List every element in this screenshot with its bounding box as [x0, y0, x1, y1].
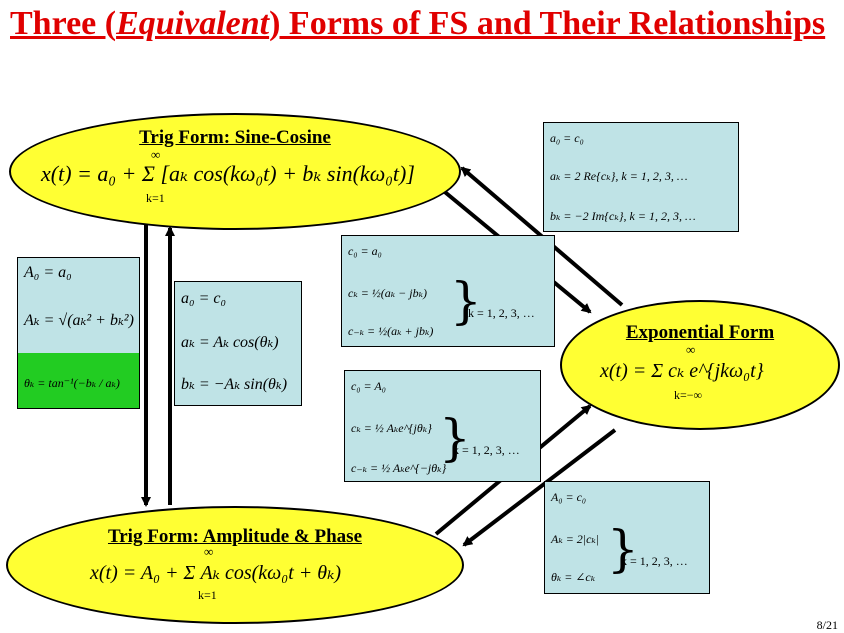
sum-lower-limit: k=−∞	[674, 388, 703, 402]
box-sine-cosine-to-exponential: c₀ = a₀ cₖ = ½(aₖ − jbₖ) c₋ₖ = ½(aₖ + jb…	[341, 235, 555, 347]
sum-upper-limit: ∞	[151, 147, 161, 162]
conversion-line: Aₖ = 2|cₖ|	[551, 532, 600, 546]
conversion-line: A₀ = c₀	[551, 490, 587, 504]
conversion-line: c₀ = A₀	[351, 379, 386, 393]
conversion-line: bₖ = −2 Im{cₖ}, k = 1, 2, 3, …	[550, 209, 696, 223]
conversion-line: cₖ = ½(aₖ − jbₖ)	[348, 286, 427, 300]
conversion-line: A₀ = a₀	[24, 264, 72, 281]
conversion-line: a₀ = c₀	[181, 290, 227, 307]
right-brace: }	[450, 272, 482, 330]
conversion-line: aₖ = 2 Re{cₖ}, k = 1, 2, 3, …	[550, 169, 688, 183]
conversion-line: cₖ = ½ Aₖe^{jθₖ}	[351, 421, 432, 435]
ellipse-trig-amplitude-phase: Trig Form: Amplitude & Phase ∞ x(t) = A₀…	[6, 506, 464, 624]
k-range: k = 1, 2, 3, …	[468, 306, 535, 320]
sum-upper-limit: ∞	[204, 544, 214, 559]
sum-lower-limit: k=1	[146, 191, 165, 205]
sum-lower-limit: k=1	[198, 588, 217, 602]
box-sine-cosine-to-amplitude: A₀ = a₀ Aₖ = √(aₖ² + bₖ²) θₖ = tan⁻¹(−bₖ…	[17, 257, 140, 409]
exponential-heading: Exponential Form	[625, 322, 775, 343]
box-amplitude-to-exponential: c₀ = A₀ cₖ = ½ Aₖe^{jθₖ} c₋ₖ = ½ Aₖe^{−j…	[344, 370, 541, 482]
sine-cosine-heading: Trig Form: Sine-Cosine	[139, 127, 331, 148]
sine-cosine-equation: x(t) = a₀ + Σ [aₖ cos(kω₀t) + bₖ sin(kω₀…	[41, 161, 415, 186]
amp-phase-equation: x(t) = A₀ + Σ Aₖ cos(kω₀t + θₖ)	[90, 562, 342, 584]
slide-title: Three (Equivalent) Forms of FS and Their…	[10, 5, 826, 42]
box-amplitude-to-sine-cosine: a₀ = c₀ aₖ = Aₖ cos(θₖ) bₖ = −Aₖ sin(θₖ)	[174, 281, 302, 406]
k-range: k = 1, 2, 3, …	[453, 443, 520, 457]
right-brace: }	[439, 409, 471, 467]
conversion-line: aₖ = Aₖ cos(θₖ)	[181, 334, 279, 351]
green-highlight	[18, 353, 139, 408]
conversion-line: θₖ = tan⁻¹(−bₖ / aₖ)	[24, 376, 120, 390]
conversion-line: θₖ = ∠cₖ	[551, 570, 596, 584]
conversion-line: Aₖ = √(aₖ² + bₖ²)	[24, 312, 134, 329]
arrow-exp-to-amp	[462, 428, 617, 547]
conversion-line: c₋ₖ = ½(aₖ + jbₖ)	[348, 324, 434, 338]
sum-upper-limit: ∞	[686, 342, 696, 357]
ellipse-exponential: Exponential Form ∞ x(t) = Σ cₖ e^{jkω₀t}…	[560, 300, 840, 430]
conversion-line: bₖ = −Aₖ sin(θₖ)	[181, 376, 288, 393]
right-brace: }	[607, 520, 639, 578]
amp-phase-heading: Trig Form: Amplitude & Phase	[107, 526, 362, 547]
conversion-line: a₀ = c₀	[550, 131, 584, 145]
conversion-line: c₀ = a₀	[348, 244, 382, 258]
k-range: k = 1, 2, 3, …	[621, 554, 688, 568]
box-exponential-to-sine-cosine: a₀ = c₀ aₖ = 2 Re{cₖ}, k = 1, 2, 3, … bₖ…	[543, 122, 739, 232]
ellipse-trig-sine-cosine: Trig Form: Sine-Cosine ∞ x(t) = a₀ + Σ […	[9, 113, 461, 230]
conversion-line: c₋ₖ = ½ Aₖe^{−jθₖ}	[351, 461, 447, 475]
box-exponential-to-amplitude: A₀ = c₀ Aₖ = 2|cₖ| θₖ = ∠cₖ } k = 1, 2, …	[544, 481, 710, 594]
page-number: 8/21	[816, 618, 838, 632]
exponential-equation: x(t) = Σ cₖ e^{jkω₀t}	[600, 360, 764, 382]
